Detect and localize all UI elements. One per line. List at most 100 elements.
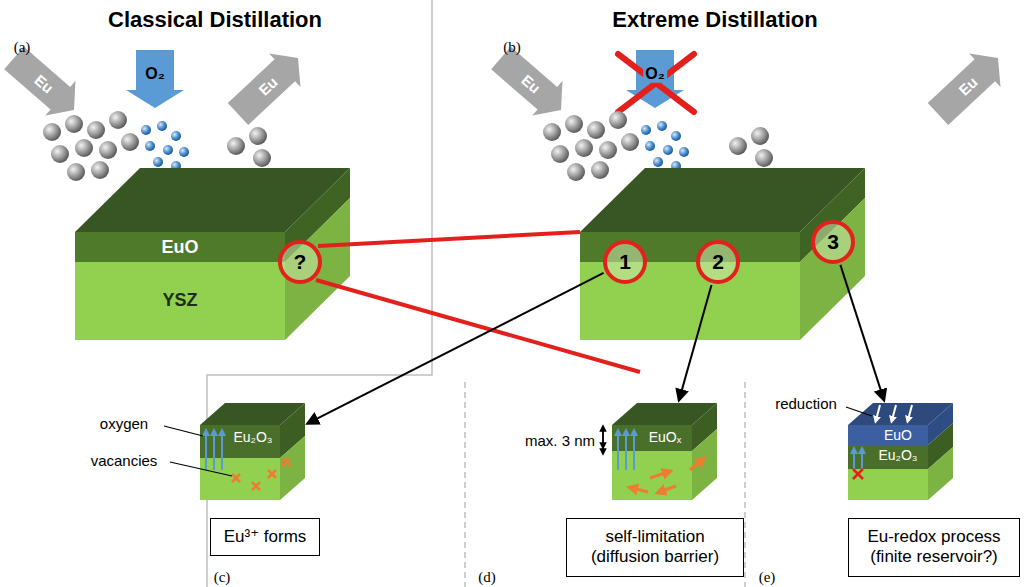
- cube-layer: [612, 451, 692, 500]
- eu-atom: [99, 141, 117, 159]
- eu-atom: [567, 163, 585, 181]
- cube-layer-side: [280, 436, 305, 500]
- thickness-bracket: [602, 440, 604, 452]
- euo-layer: [75, 232, 285, 262]
- panel-letter: (a): [14, 39, 31, 56]
- eu-atom: [91, 161, 109, 179]
- eu-atom: [43, 123, 61, 141]
- eu-atom: [253, 149, 271, 167]
- panel-letter: (d): [478, 569, 496, 586]
- panel-title: Classical Distillation: [108, 7, 322, 32]
- oxygen-atom: [179, 147, 189, 157]
- vacancy-mark: [232, 474, 240, 482]
- box-text: self-limitation (diffusion barrier): [573, 527, 737, 568]
- layer-label: Eu₂O₃: [868, 445, 928, 465]
- process-box: Eu-redox process (finite reservoir?): [848, 518, 1020, 577]
- oxygen-flow-arrow: [221, 432, 223, 470]
- eu-atom: [599, 141, 617, 159]
- cube-layer-side: [928, 447, 953, 500]
- oxygen-atom: [171, 131, 181, 141]
- panel-letter: (e): [759, 569, 776, 586]
- cube-layer: [848, 425, 928, 445]
- oxygen-flow-arrow: [861, 450, 863, 470]
- panel-letter: (b): [503, 39, 521, 56]
- eu-atom: [543, 123, 561, 141]
- oxygen-atom: [679, 147, 689, 157]
- cube-layer: [200, 458, 280, 500]
- oxygen-atom: [163, 145, 173, 155]
- eu-atom: [565, 115, 583, 133]
- process-box: self-limitation (diffusion barrier): [566, 518, 744, 577]
- layer-label: EuO: [161, 237, 198, 258]
- cross-mark: [618, 54, 694, 112]
- oxygen-atom: [157, 121, 167, 131]
- process-box: Eu³⁺ forms: [210, 518, 320, 556]
- callout-number: 1: [619, 250, 631, 274]
- eu-atom: [121, 133, 139, 151]
- layer-label: Eu₂O₃: [226, 427, 280, 447]
- panel-divider: [744, 382, 746, 587]
- layer-label: EuOₓ: [638, 427, 692, 447]
- eu-atom: [729, 137, 747, 155]
- vacancy-mark: [232, 474, 240, 482]
- flux-label: O₂: [145, 65, 165, 83]
- vacancy-mark: [853, 469, 863, 479]
- oxygen-flow-arrow: [625, 432, 627, 470]
- layer-cube: EuOEu₂O₃: [848, 403, 953, 500]
- oxygen-flow-arrow: [205, 432, 207, 470]
- cube-layer: [848, 445, 928, 469]
- connector-arrow: [679, 285, 711, 400]
- layer-label: YSZ: [162, 290, 197, 311]
- callout-circle: 3: [811, 220, 855, 264]
- eu-atom: [87, 121, 105, 139]
- callout-circle: ?: [278, 240, 322, 284]
- reduction-arrow: [908, 405, 912, 420]
- vacancy-mark: [282, 458, 290, 466]
- vacancy-mark: [252, 482, 260, 490]
- eu-atom: [755, 149, 773, 167]
- cube-layer: [848, 469, 928, 500]
- eu-atom: [609, 111, 627, 129]
- callout-number: ?: [294, 250, 307, 274]
- eu-atom: [551, 145, 569, 163]
- oxygen-atom: [141, 125, 151, 135]
- connector-arrow: [840, 265, 884, 400]
- oxygen-flow-arrow: [213, 432, 215, 470]
- oxygen-atom: [645, 141, 655, 151]
- annotation: oxygen: [99, 415, 149, 432]
- annotation: reduction: [774, 395, 838, 412]
- vacancy-mark: [853, 469, 863, 479]
- oxygen-atom: [663, 145, 673, 155]
- cube-layer: [612, 425, 692, 451]
- thickness-bracket: [602, 428, 604, 440]
- oxygen-atom: [641, 125, 651, 135]
- callout-number: 3: [827, 230, 839, 254]
- oxygen-atom: [653, 157, 663, 167]
- oxygen-flow-arrow: [633, 432, 635, 470]
- eu-atom: [751, 127, 769, 145]
- vacancy-diffusion-arrow: [650, 472, 668, 478]
- panel-title: Extreme Distillation: [612, 7, 817, 32]
- flux-arrow: [4, 47, 75, 116]
- layer-label: EuO: [868, 425, 928, 445]
- cube-layer: [200, 425, 280, 458]
- vacancy-mark: [282, 458, 290, 466]
- annotation: vacancies: [90, 452, 159, 469]
- eu-atom: [109, 111, 127, 129]
- eu-atom: [65, 115, 83, 133]
- leader-line: [170, 462, 232, 476]
- eu-atom: [75, 139, 93, 157]
- oxygen-atom: [145, 141, 155, 151]
- callout-number: 2: [712, 250, 724, 274]
- vacancy-diffusion-arrow: [632, 488, 648, 492]
- flux-arrow: [126, 50, 184, 108]
- vacancy-mark: [268, 470, 276, 478]
- eu-atom: [51, 145, 69, 163]
- zoom-line: [318, 232, 580, 246]
- layer-cube: Eu₂O₃: [200, 403, 305, 500]
- connector-arrow: [308, 273, 604, 424]
- eu-atom: [621, 133, 639, 151]
